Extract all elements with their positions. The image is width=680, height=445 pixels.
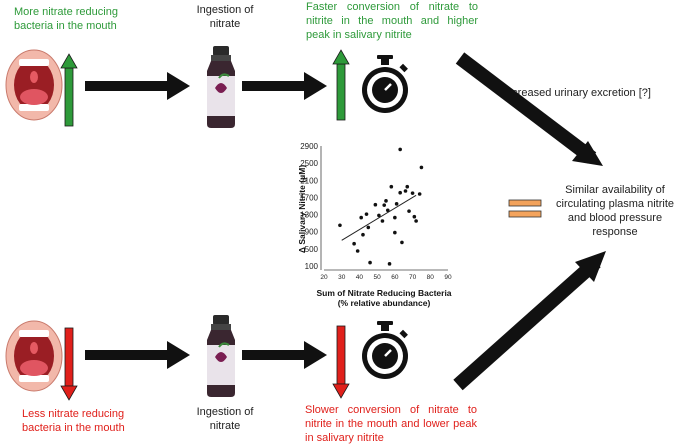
- data-point: [382, 203, 387, 207]
- data-point: [368, 260, 372, 265]
- data-point: [393, 230, 397, 235]
- data-point: [338, 223, 342, 228]
- arrow-mouth-to-ingestion-bottom: [85, 341, 190, 369]
- x-axis-label-line2: (% relative abundance): [338, 298, 431, 308]
- top-ingestion-label: Ingestion of nitrate: [196, 4, 254, 30]
- x-tick-label: 70: [409, 274, 417, 281]
- outcome-label: Similar availability of circulating plas…: [556, 184, 674, 238]
- data-point: [405, 184, 410, 189]
- data-point: [380, 219, 385, 223]
- stopwatch-icon-bottom: [360, 319, 410, 381]
- y-tick-label: 2900: [300, 142, 318, 151]
- arrow-ingestion-to-conversion-top: [242, 72, 327, 100]
- x-axis-label-line1: Sum of Nitrate Reducing Bacteria: [316, 288, 451, 298]
- x-tick-label: 60: [391, 274, 399, 281]
- data-point: [419, 165, 424, 170]
- x-tick-label: 50: [374, 274, 382, 281]
- x-tick-label: 40: [356, 274, 364, 281]
- urinary-excretion-label: Increased urinary excretion [?]: [503, 87, 651, 99]
- mouth-icon-bottom: [5, 320, 63, 392]
- arrow-bottom-to-outcome: [453, 251, 606, 391]
- up-arrow-icon-top: [60, 53, 78, 127]
- data-point: [393, 215, 397, 220]
- down-arrow-icon-conversion: [332, 325, 350, 399]
- data-point: [366, 225, 371, 230]
- x-tick-label: 90: [444, 274, 452, 281]
- arrow-mouth-to-ingestion-top: [85, 72, 190, 100]
- bottom-ingestion-label: Ingestion of nitrate: [196, 406, 254, 432]
- juice-bottle-icon-bottom: [206, 314, 236, 398]
- bottom-bacteria-label: Less nitrate reducing bacteria in the mo…: [22, 408, 125, 434]
- data-point: [407, 209, 411, 213]
- y-tick-label: 100: [305, 262, 319, 271]
- stopwatch-icon-top: [360, 53, 410, 115]
- data-point: [403, 189, 408, 193]
- data-point: [412, 214, 417, 219]
- data-point: [394, 202, 399, 206]
- data-point: [355, 249, 360, 253]
- x-tick-label: 30: [338, 274, 346, 281]
- data-point: [352, 241, 356, 246]
- x-tick-label: 80: [427, 274, 435, 281]
- data-point: [364, 212, 369, 216]
- mouth-icon-top: [5, 49, 63, 121]
- data-point: [377, 213, 381, 218]
- top-conversion-label: Faster conversion of nitrate to nitrite …: [306, 1, 478, 41]
- down-arrow-icon-bottom: [60, 327, 78, 401]
- trendline: [341, 194, 417, 241]
- up-arrow-icon-conversion: [332, 49, 350, 121]
- y-axis-label: Δ Salivary Nitrite (μM): [297, 165, 307, 253]
- data-point: [385, 208, 390, 213]
- data-point: [398, 147, 402, 152]
- data-point: [410, 191, 415, 195]
- data-point: [400, 240, 404, 245]
- y-tick-label: 2500: [300, 159, 318, 168]
- data-point: [361, 232, 365, 237]
- data-point: [417, 192, 422, 196]
- y-tick-label: 900: [305, 228, 319, 237]
- data-point: [384, 199, 388, 203]
- juice-bottle-icon-top: [206, 45, 236, 129]
- bottom-conversion-label: Slower conversion of nitrate to nitrite …: [305, 404, 477, 444]
- y-tick-label: 2100: [300, 176, 318, 185]
- y-tick-label: 1300: [300, 211, 318, 220]
- arrow-top-to-outcome: [455, 52, 603, 166]
- data-point: [373, 202, 378, 207]
- arrow-ingestion-to-conversion-bottom: [242, 341, 327, 369]
- data-point: [387, 262, 392, 266]
- y-tick-label: 1700: [300, 193, 318, 202]
- data-point: [359, 215, 364, 220]
- equals-icon: [508, 199, 542, 218]
- scatter-plot: 20 30 40 50 60 70 80 90 100 500 900 1300 1700 2100 25…: [297, 142, 452, 308]
- x-tick-label: 20: [320, 274, 328, 281]
- y-tick-label: 500: [305, 245, 319, 254]
- data-point: [389, 184, 394, 189]
- data-point: [398, 190, 402, 195]
- data-point: [414, 219, 418, 223]
- top-bacteria-label: More nitrate reducing bacteria in the mo…: [14, 6, 118, 32]
